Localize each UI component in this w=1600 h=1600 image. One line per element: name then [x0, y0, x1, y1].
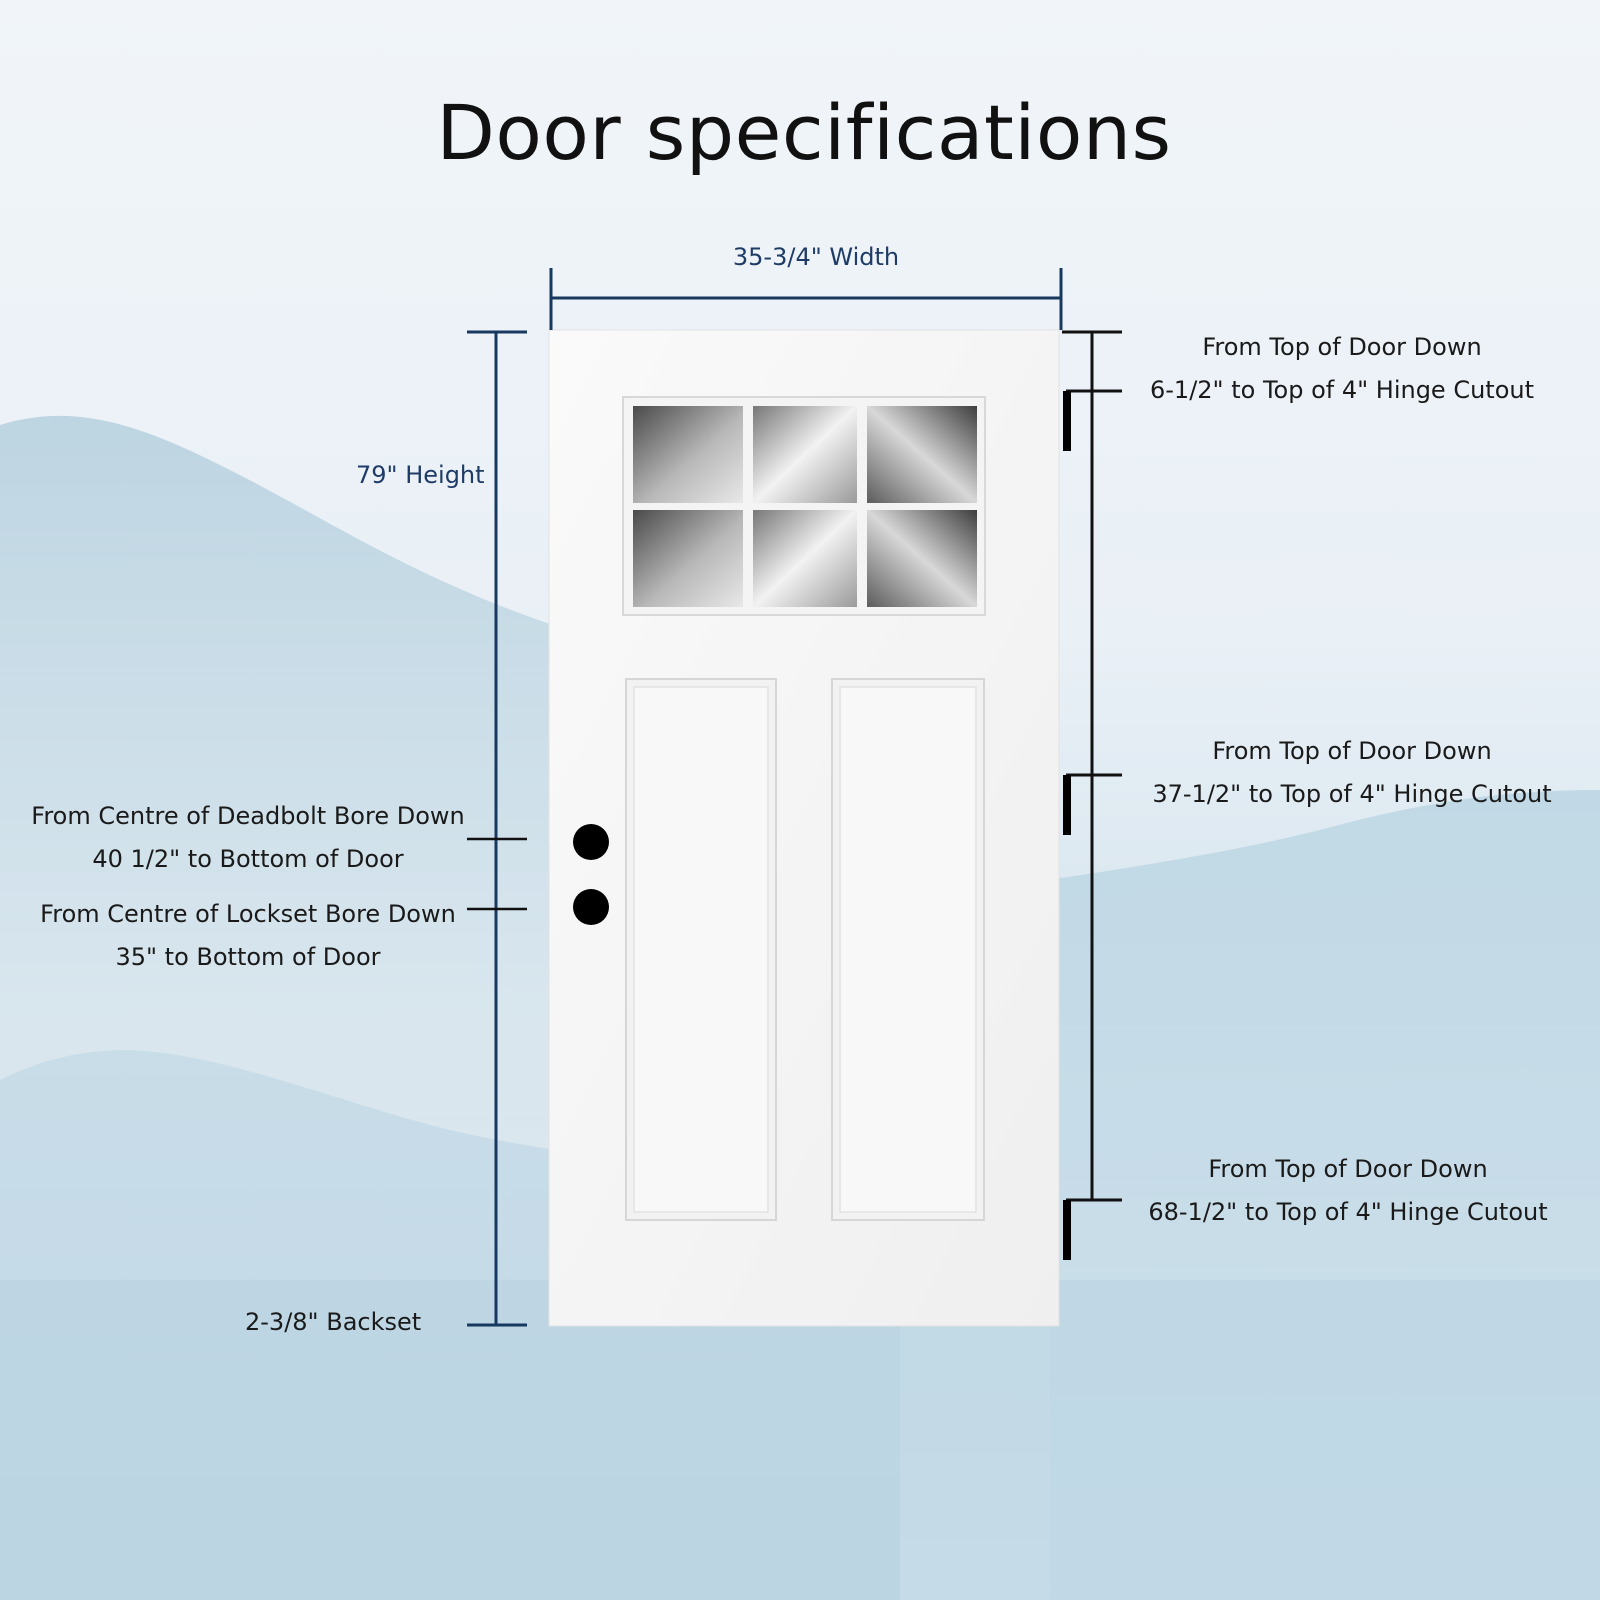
- lockset-label: From Centre of Lockset Bore Down 35" to …: [40, 900, 456, 971]
- glass-pane: [867, 510, 977, 607]
- width-dimension-line: [549, 268, 1063, 330]
- hinge-cutout-marker: [1063, 1200, 1071, 1260]
- glass-pane: [867, 406, 977, 503]
- door-window: [622, 396, 986, 616]
- glass-pane: [633, 510, 743, 607]
- door-panel-left: [625, 678, 777, 1221]
- page-title: Door specifications: [436, 88, 1172, 177]
- door-panel-right: [831, 678, 985, 1221]
- glass-pane: [753, 510, 857, 607]
- glass-pane: [753, 406, 857, 503]
- deadbolt-label: From Centre of Deadbolt Bore Down 40 1/2…: [31, 802, 465, 873]
- deadbolt-bore: [573, 824, 609, 860]
- glass-pane: [633, 406, 743, 503]
- lockset-bore: [573, 889, 609, 925]
- backset-label: 2-3/8" Backset: [245, 1308, 422, 1336]
- height-dimension-line: [467, 330, 527, 1327]
- hinge-3-label: From Top of Door Down 68-1/2" to Top of …: [1148, 1155, 1548, 1226]
- width-label: 35-3/4" Width: [732, 243, 900, 271]
- hinge-cutout-marker: [1063, 775, 1071, 835]
- hinge-2-label: From Top of Door Down 37-1/2" to Top of …: [1152, 737, 1552, 808]
- hinge-cutout-marker: [1063, 391, 1071, 451]
- hinge-1-label: From Top of Door Down 6-1/2" to Top of 4…: [1149, 333, 1535, 404]
- hinge-dimension-line: [1062, 330, 1122, 1202]
- height-label: 79" Height: [356, 461, 485, 489]
